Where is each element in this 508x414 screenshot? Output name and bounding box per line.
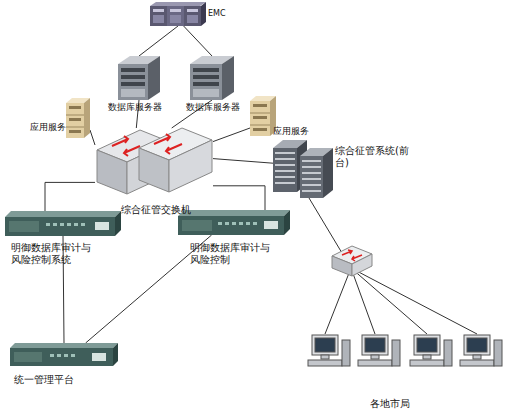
application-server <box>66 98 90 138</box>
network-link <box>184 26 212 56</box>
device-label: 数据库服务器 <box>186 102 256 113</box>
audit-appliance <box>178 210 290 235</box>
storage-array <box>150 2 206 26</box>
database-server <box>118 56 160 100</box>
database-server <box>190 56 234 100</box>
rack-server <box>273 140 333 198</box>
network-link <box>90 130 95 145</box>
rack-node: 综合征管系统(前台) <box>273 140 333 198</box>
network-link <box>213 128 250 142</box>
network-link <box>139 26 178 56</box>
desktop-computers <box>308 335 502 366</box>
device-label: 明御数据库审计与风险控制系统 <box>11 242 95 266</box>
storage-node: EMC <box>150 3 206 26</box>
device-label: EMC <box>208 9 238 19</box>
device-label: 应用服务 <box>273 126 321 137</box>
pc-group-node: 各地市局 <box>300 334 505 394</box>
application-server <box>250 96 276 136</box>
network-link <box>309 198 351 334</box>
management-appliance <box>10 343 118 366</box>
device-label: 综合征管交换机 <box>121 204 217 216</box>
network-link <box>45 182 95 211</box>
device-label: 各地市局 <box>370 398 430 410</box>
device-label: 综合征管系统(前台) <box>335 145 413 169</box>
appliance-node: 明御数据库审计与风险控制系统 <box>5 211 121 236</box>
device-label: 明御数据库审计与风险控制 <box>190 242 274 266</box>
audit-appliance <box>5 211 121 236</box>
server-node: 数据库服务器 <box>118 56 160 100</box>
device-label: 统一管理平台 <box>14 374 94 386</box>
access-switch <box>332 246 477 334</box>
appliance-node: 统一管理平台 <box>10 343 118 366</box>
core-switch <box>139 128 212 192</box>
server-node: 应用服务 <box>66 98 90 138</box>
switch-node: 综合征管交换机 <box>95 128 213 196</box>
server-node: 数据库服务器 <box>190 56 234 100</box>
network-link <box>213 186 265 210</box>
server-node: 应用服务 <box>250 96 276 136</box>
appliance-node: 明御数据库审计与风险控制 <box>178 210 290 235</box>
device-label: 数据库服务器 <box>108 102 178 113</box>
network-link <box>213 159 273 164</box>
device-label: 应用服务 <box>30 122 78 133</box>
